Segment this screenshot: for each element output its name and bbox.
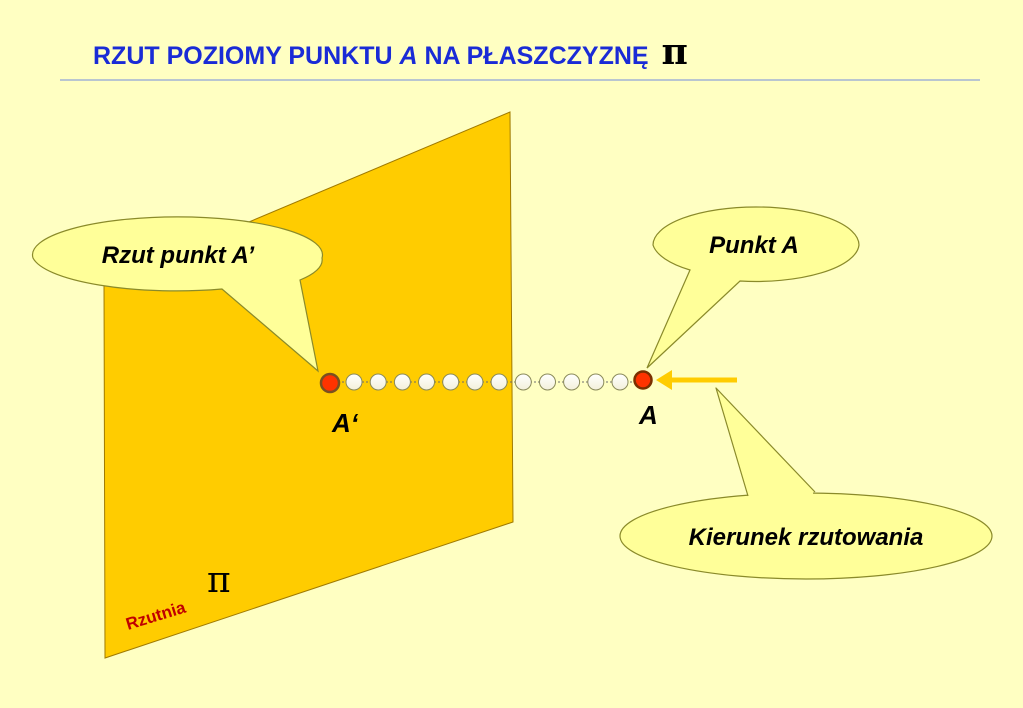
projection-bead bbox=[490, 373, 508, 391]
callout-projection: Rzut punkt A’ bbox=[31, 216, 324, 373]
point-a-label: A bbox=[638, 400, 658, 430]
callout-direction-text: Kierunek rzutowania bbox=[689, 524, 924, 551]
plane-symbol: π bbox=[207, 560, 231, 601]
projection-bead bbox=[466, 373, 484, 391]
projection-direction-arrow bbox=[656, 370, 737, 390]
projection-bead bbox=[393, 373, 411, 391]
projection-line bbox=[330, 373, 644, 391]
projection-bead bbox=[369, 373, 387, 391]
projection-bead bbox=[442, 373, 460, 391]
projection-bead bbox=[587, 373, 605, 391]
projection-bead bbox=[418, 373, 435, 391]
projection-bead bbox=[563, 373, 581, 391]
callout-projection-text: Rzut punkt A’ bbox=[102, 242, 255, 269]
point-a-marker bbox=[633, 370, 653, 390]
callout-point-text: Punkt A bbox=[709, 232, 799, 259]
projection-bead bbox=[514, 373, 532, 391]
projection-bead bbox=[345, 373, 363, 391]
projection-bead bbox=[539, 373, 556, 391]
projected-point-marker bbox=[319, 372, 341, 394]
projected-point-label: A‘ bbox=[331, 408, 359, 438]
callout-point: Punkt A bbox=[646, 206, 860, 369]
callout-direction: Kierunek rzutowania bbox=[619, 387, 993, 580]
slide-title: RZUT POZIOMY PUNKTU A NA PŁASZCZYZNĘ π bbox=[93, 31, 688, 73]
projection-bead bbox=[611, 373, 629, 391]
